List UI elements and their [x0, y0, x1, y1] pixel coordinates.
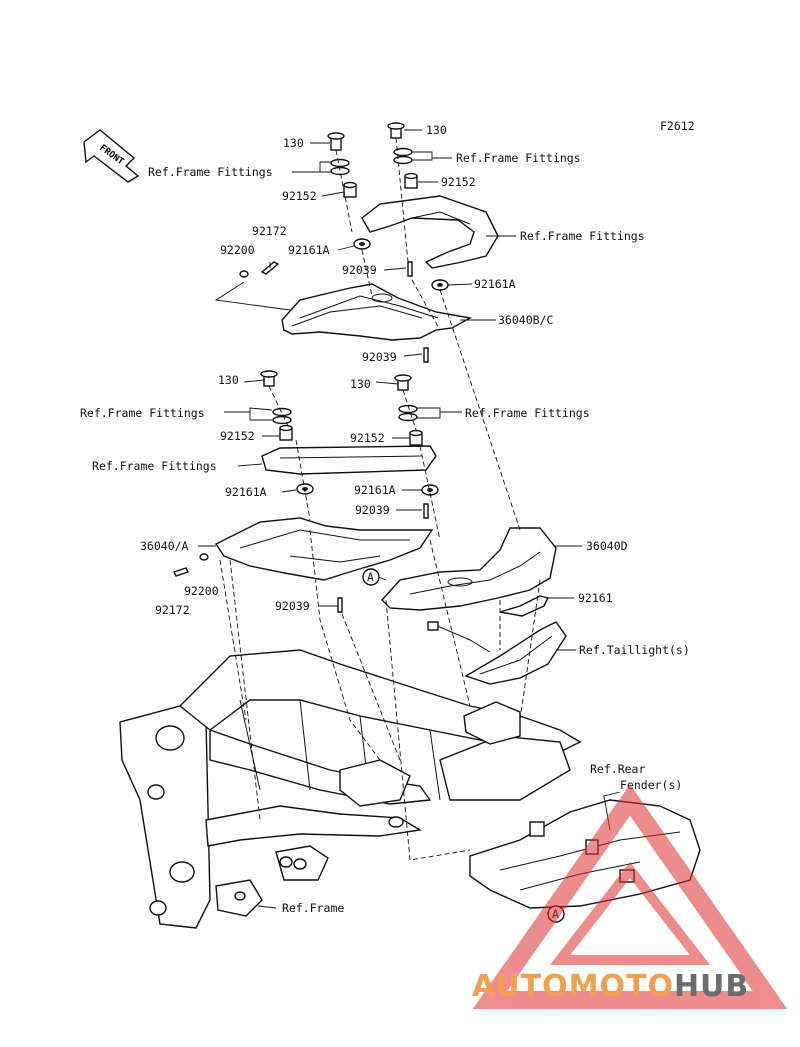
callout-92039-mid-right: 92039	[355, 503, 390, 517]
callout-ref-fittings-4: Ref.Frame Fittings	[80, 406, 205, 420]
callout-ref-fittings-6: Ref.Frame Fittings	[92, 459, 217, 473]
front-arrow-icon: FRONT	[83, 129, 140, 183]
callout-92161: 92161	[578, 591, 613, 605]
callout-ref-rear-2: Fender(s)	[620, 778, 682, 792]
callout-130-mid-left: 130	[218, 373, 239, 387]
callout-92039-lower: 92039	[275, 599, 310, 613]
lower-right-cover	[381, 527, 557, 611]
svg-text:A: A	[367, 570, 374, 584]
middle-bracket	[261, 445, 437, 475]
damper-92161-part	[499, 595, 550, 617]
callout-ref-frame: Ref.Frame	[282, 901, 344, 915]
upper-bracket	[361, 195, 499, 269]
taillight	[427, 621, 567, 685]
callout-92152-mid-right: 92152	[350, 431, 385, 445]
callout-36040BC: 36040B/C	[498, 313, 553, 327]
callout-ref-fittings-2: Ref.Frame Fittings	[456, 151, 581, 165]
frame	[119, 649, 582, 929]
callout-92172-upper: 92172	[252, 224, 287, 238]
callout-92161A-mid-left: 92161A	[225, 485, 267, 499]
callout-92200-upper: 92200	[220, 243, 255, 257]
leader-lines	[198, 129, 621, 909]
upper-seat-cover	[281, 283, 473, 341]
callout-ref-fittings-1: Ref.Frame Fittings	[148, 165, 273, 179]
watermark-text: AUTOMOTOHUB	[472, 969, 749, 1004]
upper-right-hardware	[387, 122, 449, 363]
callout-ref-taillight: Ref.Taillight(s)	[579, 643, 690, 657]
watermark-logo	[472, 784, 788, 1009]
callout-130-upper-left: 130	[283, 136, 304, 150]
callout-ref-fittings-5: Ref.Frame Fittings	[465, 406, 590, 420]
callout-92200-lower: 92200	[184, 584, 219, 598]
callout-92172-lower: 92172	[155, 603, 190, 617]
callout-92152-upper-left: 92152	[282, 189, 317, 203]
callout-130-upper-right: 130	[426, 123, 447, 137]
callout-92161A-mid-right: 92161A	[354, 483, 396, 497]
middle-left-hardware	[260, 370, 314, 495]
callout-130-mid-right: 130	[350, 377, 371, 391]
upper-small-screw	[239, 261, 280, 278]
upper-left-hardware	[327, 132, 371, 250]
marker-a-upper: A	[362, 568, 380, 586]
callout-92152-mid-left: 92152	[220, 429, 255, 443]
callout-92161A-upper-right: 92161A	[474, 277, 516, 291]
callout-ref-fittings-3: Ref.Frame Fittings	[520, 229, 645, 243]
callout-92152-upper-right: 92152	[441, 175, 476, 189]
figure-code: F2612	[660, 119, 695, 133]
callout-92039-upper: 92039	[342, 263, 377, 277]
callout-92039-mid: 92039	[362, 350, 397, 364]
callout-36040A: 36040/A	[140, 539, 189, 553]
lower-left-cover	[173, 517, 434, 613]
callout-ref-rear-1: Ref.Rear	[590, 762, 645, 776]
callout-92161A-upper-left: 92161A	[288, 243, 330, 257]
callout-36040D: 36040D	[586, 539, 628, 553]
